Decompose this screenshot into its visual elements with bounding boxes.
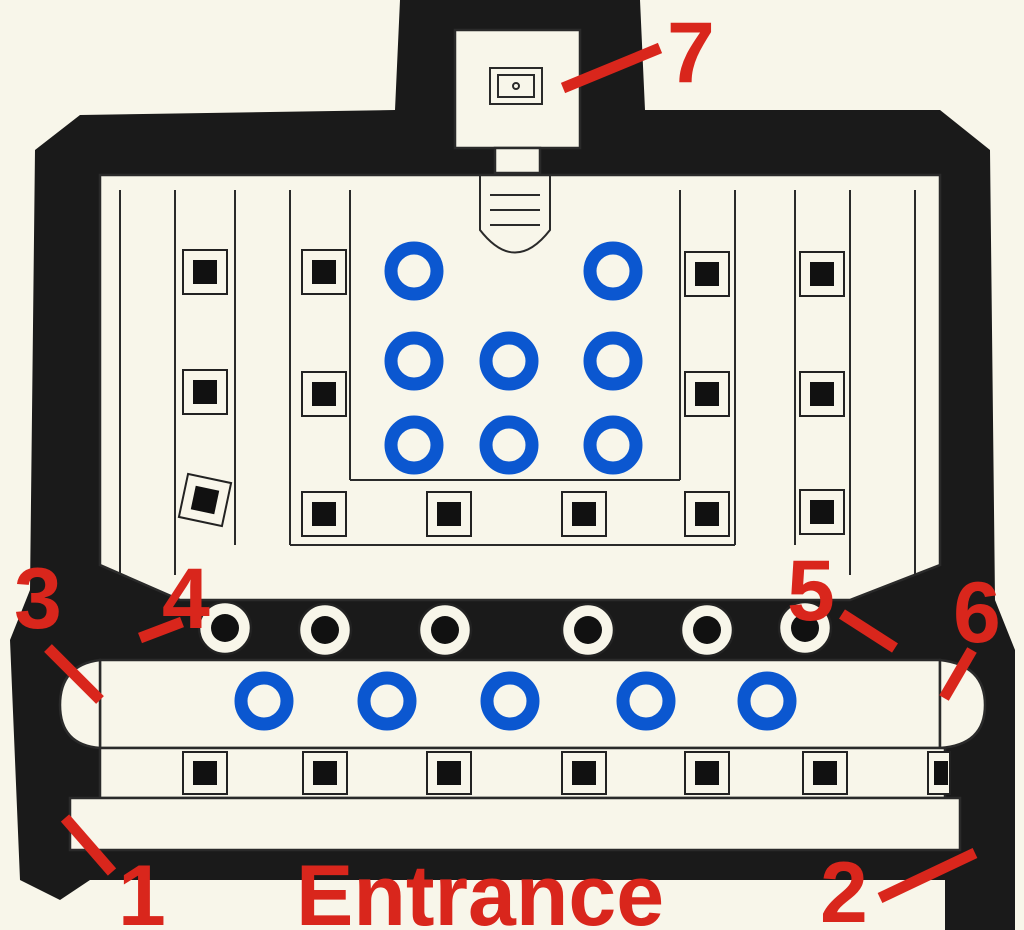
blue-circle-marker	[384, 331, 444, 391]
leader-line-1	[60, 814, 117, 876]
leader-line-6	[939, 647, 977, 701]
square-pillar	[182, 369, 228, 415]
label-2: 2	[820, 845, 868, 930]
square-pillar	[301, 371, 347, 417]
square-pillar	[302, 751, 348, 795]
blue-circle-marker	[737, 671, 797, 731]
label-1: 1	[118, 848, 166, 930]
verandah	[58, 658, 987, 750]
blue-circle-marker	[479, 415, 539, 475]
label-5: 5	[787, 543, 835, 639]
square-pillar	[561, 751, 607, 795]
square-pillar	[684, 751, 730, 795]
label-7: 7	[667, 5, 715, 101]
square-pillar	[177, 472, 233, 528]
blue-circle-marker	[583, 415, 643, 475]
label-4: 4	[162, 551, 210, 647]
square-pillar	[927, 751, 951, 795]
square-pillar	[426, 751, 472, 795]
square-pillar	[684, 491, 730, 537]
square-pillar	[799, 371, 845, 417]
blue-circle-marker	[384, 241, 444, 301]
square-pillar	[301, 249, 347, 295]
hall-pillars	[177, 249, 845, 537]
blue-circle-marker	[384, 415, 444, 475]
leader-lines	[44, 42, 978, 903]
leader-line-4	[138, 616, 184, 644]
label-6: 6	[953, 565, 1001, 661]
forecourt	[68, 796, 962, 852]
blue-circle-marker	[616, 671, 676, 731]
leader-line-7	[560, 42, 663, 94]
entrance-label: Entrance	[296, 848, 664, 930]
leader-line-5	[839, 609, 898, 653]
square-pillar	[799, 251, 845, 297]
square-pillar	[426, 491, 472, 537]
square-pillar	[182, 249, 228, 295]
blue-circle-marker	[583, 241, 643, 301]
hall-markers	[384, 241, 643, 475]
leader-line-2	[877, 848, 978, 903]
verandah-markers	[234, 671, 797, 731]
number-labels: 1 2 3 4 5 6 7	[14, 5, 1001, 930]
shrine-cell	[453, 28, 582, 175]
leader-line-3	[44, 644, 104, 704]
label-3: 3	[14, 551, 62, 647]
front-colonnade	[98, 746, 951, 800]
blue-circle-marker	[234, 671, 294, 731]
square-pillar	[684, 371, 730, 417]
square-pillar	[301, 491, 347, 537]
square-pillar	[561, 491, 607, 537]
square-pillar	[684, 251, 730, 297]
blue-circle-marker	[357, 671, 417, 731]
blue-circle-marker	[583, 331, 643, 391]
blue-circle-marker	[480, 671, 540, 731]
square-pillar	[799, 489, 845, 535]
verandah-pillars	[197, 600, 833, 658]
square-pillar	[182, 751, 228, 795]
square-pillar	[802, 751, 848, 795]
blue-circle-marker	[479, 331, 539, 391]
